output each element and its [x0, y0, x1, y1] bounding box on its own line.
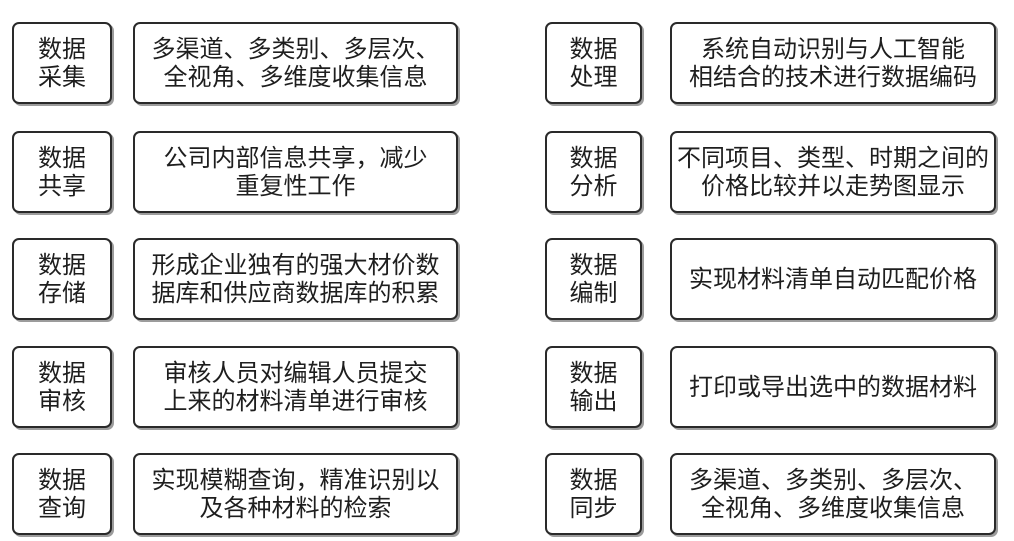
data-output-label-box: 数据 输出: [545, 346, 642, 428]
description-line: 全视角、多维度收集信息: [163, 63, 428, 91]
label-line: 数据: [569, 359, 618, 387]
label-line: 处理: [569, 63, 618, 91]
label-line: 审核: [38, 387, 86, 415]
data-review-label-box: 数据 审核: [12, 346, 112, 428]
description-line: 形成企业独有的强大材价数: [151, 251, 440, 279]
label-line: 数据: [569, 144, 618, 172]
description-line: 全视角、多维度收集信息: [701, 494, 965, 522]
data-review-description-box: 审核人员对编辑人员提交 上来的材料清单进行审核: [133, 346, 458, 428]
description-line: 实现模糊查询，精准识别以: [151, 466, 440, 494]
description-line: 审核人员对编辑人员提交: [163, 359, 428, 387]
label-line: 输出: [569, 387, 618, 415]
description-line: 据库和供应商数据库的积累: [151, 279, 440, 307]
description-line: 实现材料清单自动匹配价格: [689, 265, 977, 293]
data-sync-description-box: 多渠道、多类别、多层次、 全视角、多维度收集信息: [670, 453, 996, 535]
label-line: 数据: [569, 466, 618, 494]
data-storage-description-box: 形成企业独有的强大材价数 据库和供应商数据库的积累: [133, 238, 458, 320]
data-output-description-box: 打印或导出选中的数据材料: [670, 346, 996, 428]
description-line: 多渠道、多类别、多层次、: [151, 35, 440, 63]
description-line: 价格比较并以走势图显示: [701, 172, 965, 200]
label-line: 数据: [38, 359, 86, 387]
data-sharing-label-box: 数据 共享: [12, 131, 112, 213]
label-line: 编制: [569, 279, 618, 307]
data-processing-description-box: 系统自动识别与人工智能 相结合的技术进行数据编码: [670, 22, 996, 104]
data-query-description-box: 实现模糊查询，精准识别以 及各种材料的检索: [133, 453, 458, 535]
data-compilation-description-box: 实现材料清单自动匹配价格: [670, 238, 996, 320]
label-line: 分析: [569, 172, 618, 200]
label-line: 数据: [38, 466, 86, 494]
data-collection-description-box: 多渠道、多类别、多层次、 全视角、多维度收集信息: [133, 22, 458, 104]
description-line: 重复性工作: [235, 172, 356, 200]
data-processing-label-box: 数据 处理: [545, 22, 642, 104]
data-storage-label-box: 数据 存储: [12, 238, 112, 320]
data-query-label-box: 数据 查询: [12, 453, 112, 535]
data-sync-label-box: 数据 同步: [545, 453, 642, 535]
label-line: 共享: [38, 172, 86, 200]
data-collection-label-box: 数据 采集: [12, 22, 112, 104]
description-line: 打印或导出选中的数据材料: [689, 373, 977, 401]
data-analysis-description-box: 不同项目、类型、时期之间的 价格比较并以走势图显示: [670, 131, 996, 213]
description-line: 相结合的技术进行数据编码: [689, 63, 977, 91]
label-line: 同步: [569, 494, 618, 522]
label-line: 查询: [38, 494, 86, 522]
description-line: 系统自动识别与人工智能: [701, 35, 965, 63]
label-line: 数据: [38, 144, 86, 172]
label-line: 采集: [38, 63, 86, 91]
label-line: 数据: [38, 251, 86, 279]
data-analysis-label-box: 数据 分析: [545, 131, 642, 213]
data-compilation-label-box: 数据 编制: [545, 238, 642, 320]
label-line: 存储: [38, 279, 86, 307]
description-line: 及各种材料的检索: [199, 494, 392, 522]
data-sharing-description-box: 公司内部信息共享，减少 重复性工作: [133, 131, 458, 213]
description-line: 公司内部信息共享，减少: [163, 144, 428, 172]
label-line: 数据: [569, 251, 618, 279]
description-line: 多渠道、多类别、多层次、: [689, 466, 977, 494]
description-line: 上来的材料清单进行审核: [163, 387, 428, 415]
label-line: 数据: [569, 35, 618, 63]
label-line: 数据: [38, 35, 86, 63]
description-line: 不同项目、类型、时期之间的: [677, 144, 989, 172]
